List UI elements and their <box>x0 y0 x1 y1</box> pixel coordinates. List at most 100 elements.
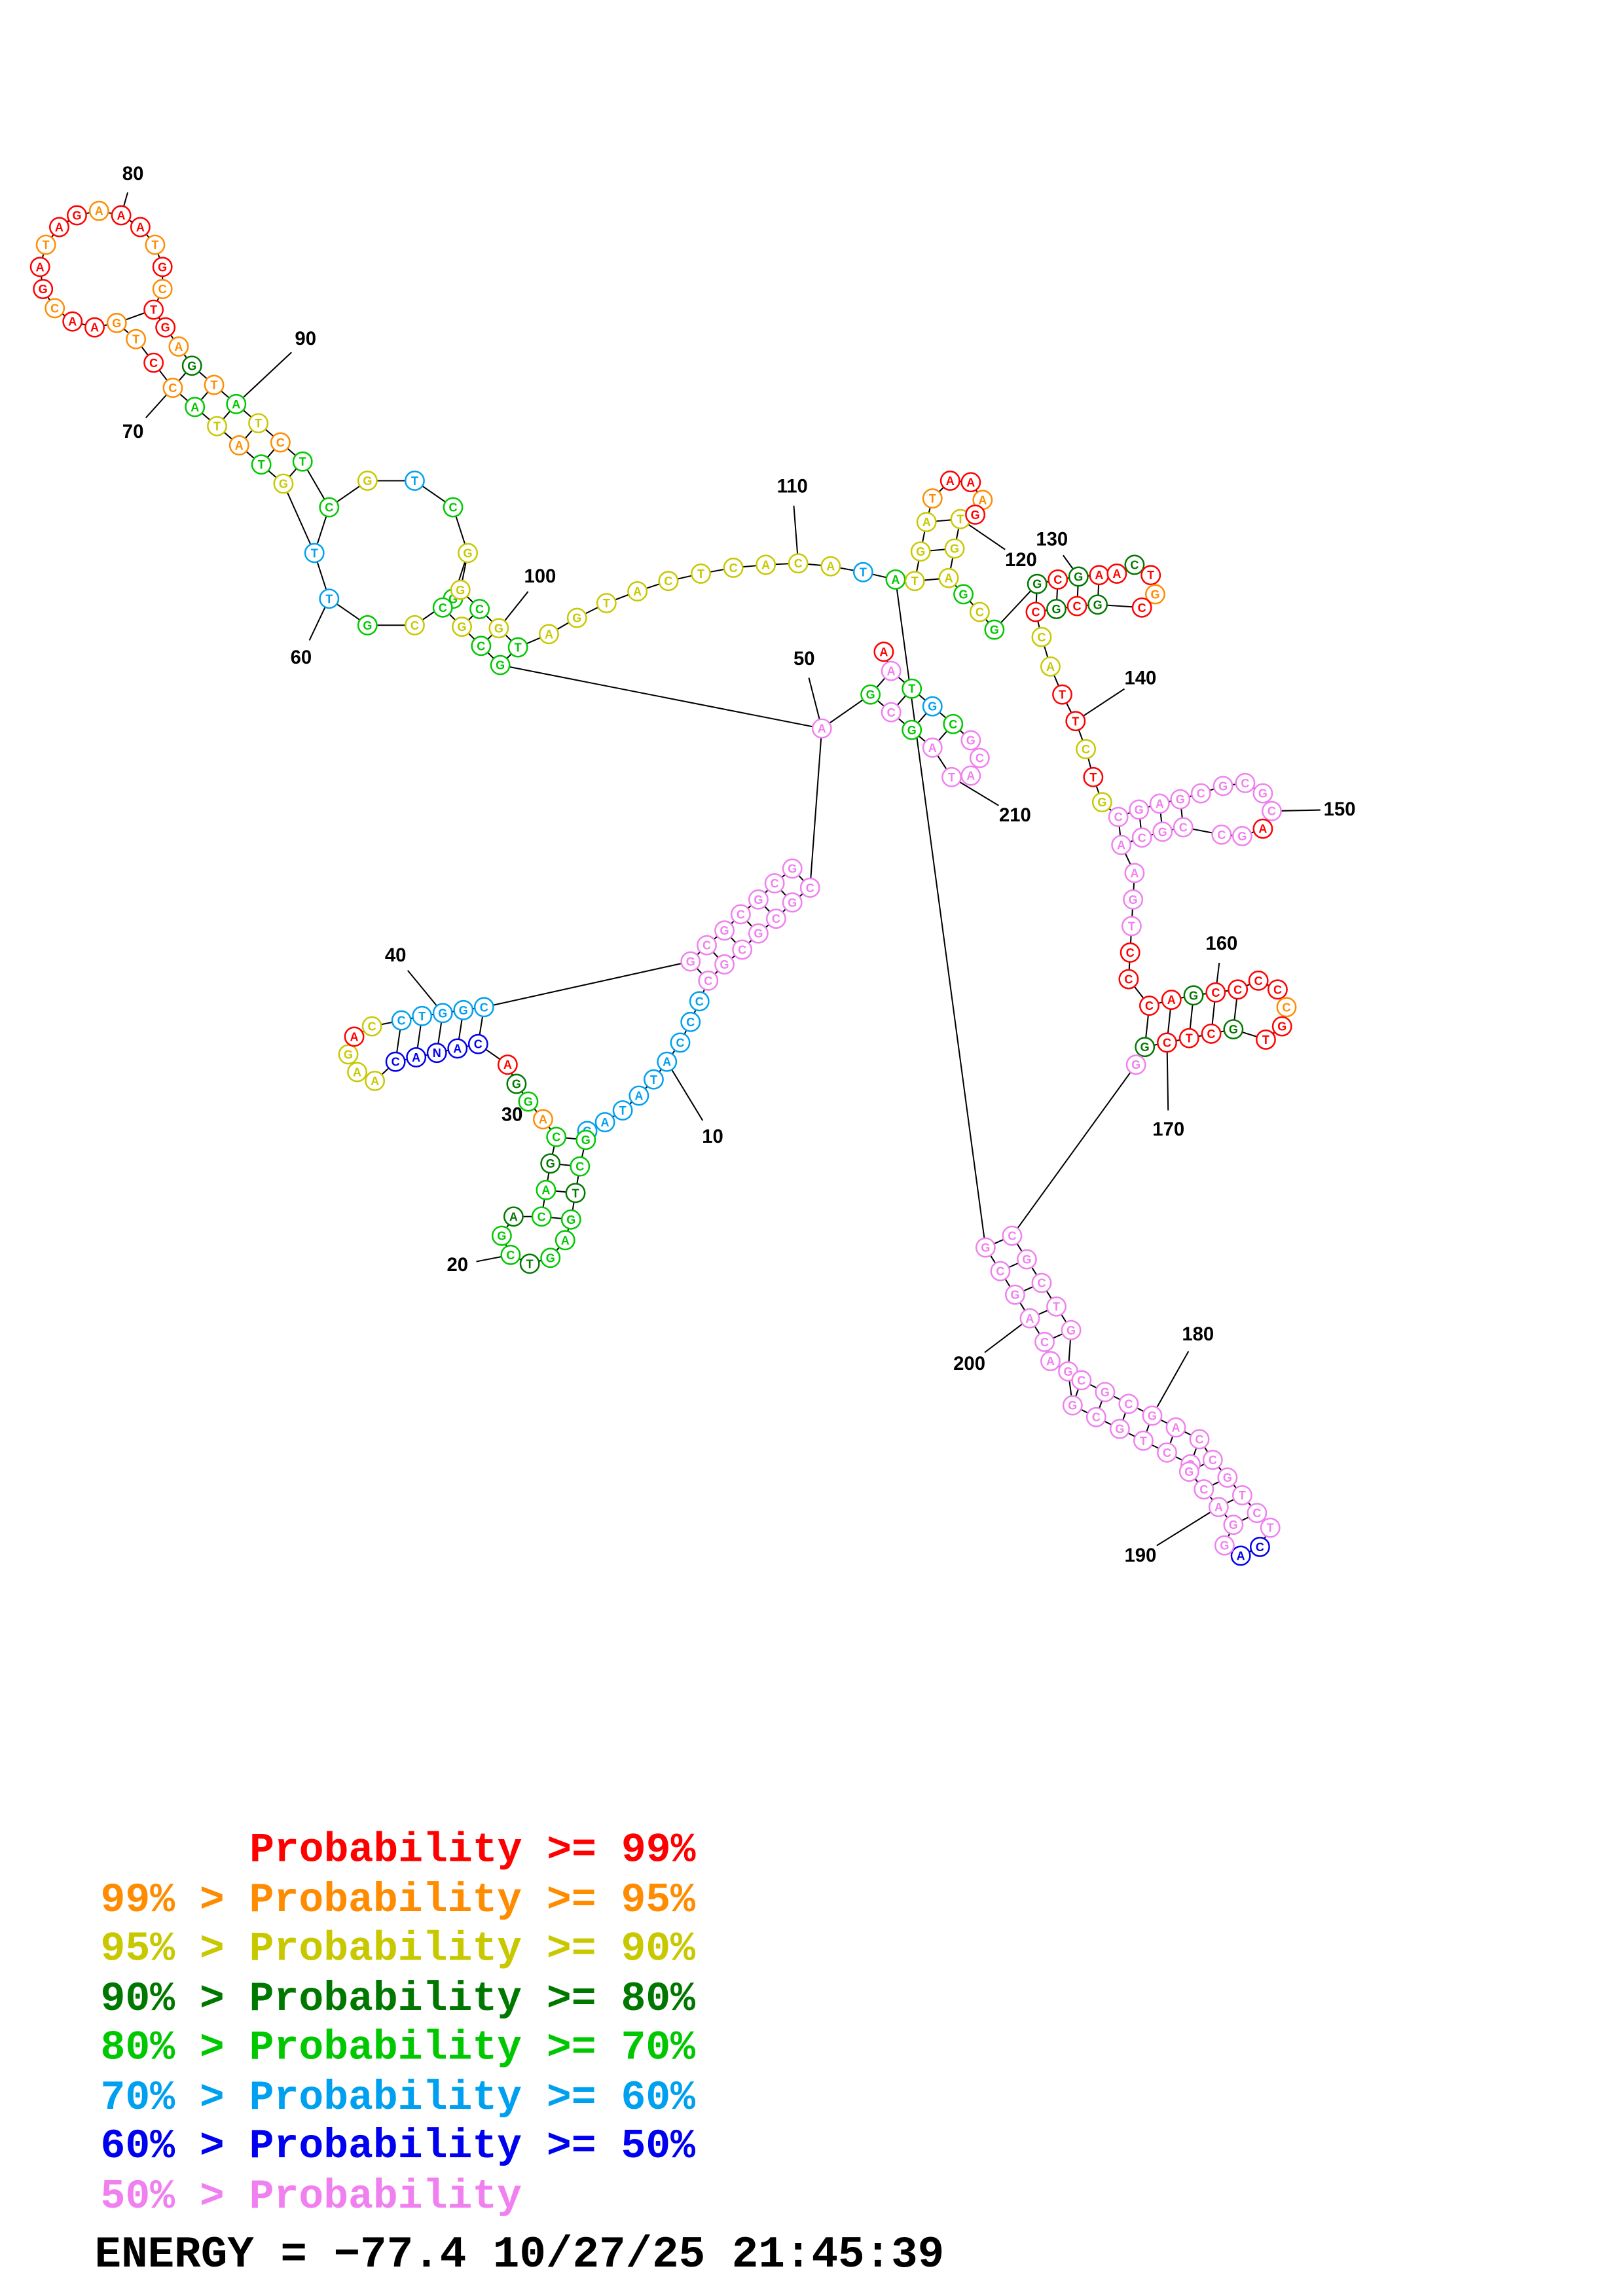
nucleotide-circle <box>49 217 69 238</box>
nucleotide-circle <box>62 311 83 332</box>
nucleotide-letter: A <box>966 770 975 783</box>
nucleotide-letter: C <box>1267 805 1276 818</box>
nucleotide-letter: A <box>541 1184 550 1197</box>
nucleotide-circle <box>181 355 202 376</box>
position-label: 90 <box>295 328 316 350</box>
nucleotide-circle <box>1118 1393 1139 1414</box>
nucleotide-letter: T <box>526 1257 534 1270</box>
nucleotide-circle <box>1135 1037 1156 1058</box>
nucleotide-letter: C <box>575 1160 584 1174</box>
nucleotide-letter: G <box>959 588 968 601</box>
nucleotide-circle <box>1230 1545 1251 1566</box>
nucleotide-circle <box>1145 584 1165 605</box>
nucleotide-letter: C <box>1217 829 1226 842</box>
nucleotide-letter: G <box>971 509 980 522</box>
nucleotide-circle <box>531 1206 552 1227</box>
nucleotide-letter: T <box>43 239 50 252</box>
nucleotide-letter: A <box>545 628 553 641</box>
nucleotide-letter: C <box>149 357 158 370</box>
nucleotide-letter: A <box>601 1116 610 1129</box>
nucleotide-circle <box>546 1126 567 1147</box>
nucleotide-letter: G <box>1051 603 1061 616</box>
nucleotide-letter: C <box>1256 1541 1264 1554</box>
nucleotide-letter: G <box>1115 1423 1124 1436</box>
nucleotide-letter: A <box>350 1030 359 1043</box>
nucleotide-circle <box>503 1206 524 1227</box>
nucleotide-circle <box>204 374 225 395</box>
nucleotide-circle <box>1061 1319 1082 1340</box>
legend: Probability >= 99% 99% > Probability >= … <box>101 1826 696 2219</box>
nucleotide-circle <box>1183 985 1204 1006</box>
nucleotide-circle <box>953 584 974 605</box>
nucleotide-letter: C <box>772 912 780 925</box>
nucleotide-circle <box>939 471 960 491</box>
nucleotide-letter: C <box>1008 1230 1016 1243</box>
nucleotide-circle <box>922 488 943 509</box>
nucleotide-circle <box>1120 942 1140 963</box>
nucleotide-circle <box>860 684 881 705</box>
nucleotide-letter: G <box>981 1242 990 1255</box>
nucleotide-letter: C <box>794 557 803 570</box>
position-label: 140 <box>1125 667 1157 689</box>
nucleotide-circle <box>357 471 378 491</box>
nucleotide-letter: A <box>1025 1312 1034 1325</box>
nucleotide-letter: C <box>1092 1411 1101 1424</box>
nucleotide-circle <box>106 312 127 333</box>
nucleotide-letter: G <box>464 547 473 560</box>
nucleotide-letter: T <box>325 592 333 605</box>
nucleotide-letter: C <box>1241 777 1249 790</box>
nucleotide-circle <box>1109 1418 1130 1439</box>
nucleotide-circle <box>723 557 744 578</box>
nucleotide-circle <box>404 471 425 491</box>
nucleotide-letter: A <box>90 321 99 334</box>
nucleotide-letter: G <box>456 584 465 597</box>
nucleotide-circle <box>902 678 922 699</box>
nucleotide-letter: G <box>1022 1253 1031 1266</box>
nucleotide-letter: C <box>1126 946 1135 960</box>
nucleotide-letter: G <box>1140 1041 1150 1054</box>
nucleotide-circle <box>500 1244 521 1265</box>
nucleotide-circle <box>1214 1535 1235 1556</box>
nucleotide-circle <box>1142 1405 1163 1426</box>
nucleotide-letter: A <box>891 573 900 586</box>
nucleotide-circle <box>910 541 931 562</box>
nucleotide-letter: C <box>1252 1507 1261 1520</box>
nucleotide-circle <box>273 473 294 494</box>
nucleotide-letter: G <box>788 863 797 876</box>
nucleotide-circle <box>304 543 325 564</box>
nucleotide-circle <box>1223 1515 1244 1535</box>
nucleotide-circle <box>29 257 50 278</box>
nucleotide-circle <box>943 713 964 734</box>
nucleotide-letter: G <box>39 283 48 296</box>
legend-line-50: 60% > Probability >= 50% <box>101 2123 696 2170</box>
nucleotide-circle <box>1252 783 1273 804</box>
position-label: 120 <box>1005 549 1037 571</box>
nucleotide-circle <box>575 1130 596 1151</box>
nucleotide-letter: A <box>1237 1550 1245 1563</box>
position-label: 70 <box>122 421 144 442</box>
nucleotide-circle <box>944 538 965 559</box>
nucleotide-circle <box>319 588 340 609</box>
nucleotide-letter: G <box>1184 1465 1194 1479</box>
nucleotide-circle <box>488 618 509 639</box>
nucleotide-circle <box>873 641 894 662</box>
nucleotide-circle <box>960 730 981 751</box>
nucleotide-letter: A <box>966 476 975 489</box>
nucleotide-letter: A <box>634 1090 643 1103</box>
nucleotide-letter: G <box>438 1007 447 1020</box>
nucleotide-circle <box>1202 1450 1223 1470</box>
nucleotide-circle <box>1152 821 1173 842</box>
nucleotide-circle <box>473 997 494 1018</box>
nucleotide-circle <box>1085 1407 1106 1427</box>
nucleotide-letter: T <box>1186 1032 1193 1045</box>
nucleotide-letter: A <box>509 1210 518 1223</box>
nucleotide-letter: A <box>761 558 770 571</box>
nucleotide-letter: C <box>1077 1374 1085 1387</box>
nucleotide-circle <box>990 1261 1011 1282</box>
nucleotide-circle <box>251 454 272 475</box>
nucleotide-letter: G <box>1097 796 1106 809</box>
nucleotide-circle <box>922 696 943 717</box>
nucleotide-letter: G <box>1074 570 1083 583</box>
nucleotide-letter: G <box>754 893 763 906</box>
